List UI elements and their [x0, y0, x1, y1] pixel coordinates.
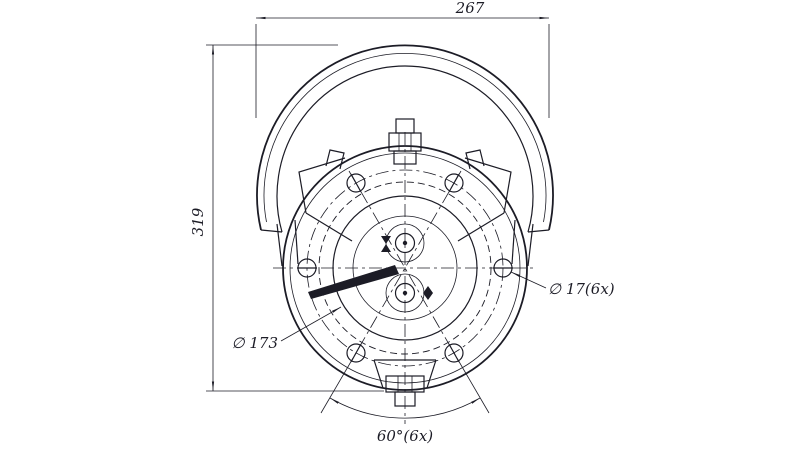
notch-right [464, 157, 512, 214]
diagonal-center-line-1 [348, 170, 462, 366]
pitch-diameter-label: ∅ 173 [232, 334, 278, 352]
diagonal-center-line-2 [348, 170, 462, 366]
angle-extension-line [320, 364, 350, 414]
handle-end-cap-left [260, 229, 283, 233]
foot-slant-right [426, 359, 437, 389]
leader-bolt-diameter: ∅ 17(6x) [510, 271, 615, 298]
top-tab-left [325, 149, 345, 170]
handle-bracket-right-1 [527, 223, 534, 267]
notch-left [298, 157, 346, 214]
lower-port-center-dot [402, 290, 408, 296]
dimension-bolt-angle: 60°(6x) [320, 364, 490, 445]
angle-dimension-arc [329, 397, 481, 419]
bolt-hole [346, 343, 366, 363]
bolt-hole [444, 343, 464, 363]
fitting-collar [393, 150, 417, 165]
lower-port-inner [394, 282, 416, 304]
height-dimension-label: 319 [189, 207, 207, 236]
screw-slot [448, 173, 460, 193]
width-dimension-label: 267 [455, 0, 485, 17]
hidden-circle [318, 181, 492, 355]
handle-inner-arc [276, 65, 534, 233]
bolt-hole [346, 173, 366, 193]
top-tab-right [465, 149, 485, 170]
carry-handle [256, 44, 554, 267]
handle-bracket-right-2 [511, 219, 516, 265]
bolt-hole-circle [444, 343, 464, 363]
flange-body [282, 145, 528, 391]
dimension-height: 319 [189, 44, 384, 392]
bolt-hole-circle [346, 343, 366, 363]
flow-hourglass-icon [381, 236, 391, 252]
top-port-fitting [388, 118, 422, 165]
screw-slot [448, 343, 460, 363]
upper-port-inner [394, 232, 416, 254]
center-lines [273, 132, 537, 424]
fitting-cap [395, 118, 415, 134]
screw-slot [350, 173, 362, 193]
notch-left-diagonal [305, 212, 353, 242]
bolt-hole [493, 258, 513, 278]
handle-end-cap-right [527, 229, 550, 233]
port-boss-circle [352, 215, 458, 321]
inner-body-circle [332, 195, 478, 341]
bolt-diameter-label: ∅ 17(6x) [548, 280, 615, 298]
center-ports [381, 223, 433, 313]
bolt-hole [297, 258, 317, 278]
leader-line [510, 271, 547, 289]
handle-detail-arc [263, 53, 547, 223]
lever-arm [308, 265, 399, 299]
bolt-hole-circle [444, 173, 464, 193]
upper-port-center-dot [402, 240, 408, 246]
bolt-holes [297, 173, 513, 363]
angle-extension-line [460, 364, 490, 414]
bolt-angle-label: 60°(6x) [377, 427, 433, 445]
leader-line [280, 306, 342, 342]
flange-rim-circle [289, 152, 521, 384]
bolt-hole-circle [346, 173, 366, 193]
handle-outer-arc [256, 44, 554, 231]
foot-slant-left [373, 359, 384, 389]
outer-flange-circle [282, 145, 528, 391]
notch-right-diagonal [457, 212, 505, 242]
handle-bracket-left-1 [276, 223, 283, 267]
bolt-hole [444, 173, 464, 193]
handle-bracket-left-2 [294, 219, 299, 265]
leader-pitch-diameter: ∅ 173 [232, 306, 342, 352]
dimension-width: 267 [255, 0, 550, 118]
screw-slot [350, 343, 362, 363]
flow-diamond-icon [423, 286, 433, 300]
